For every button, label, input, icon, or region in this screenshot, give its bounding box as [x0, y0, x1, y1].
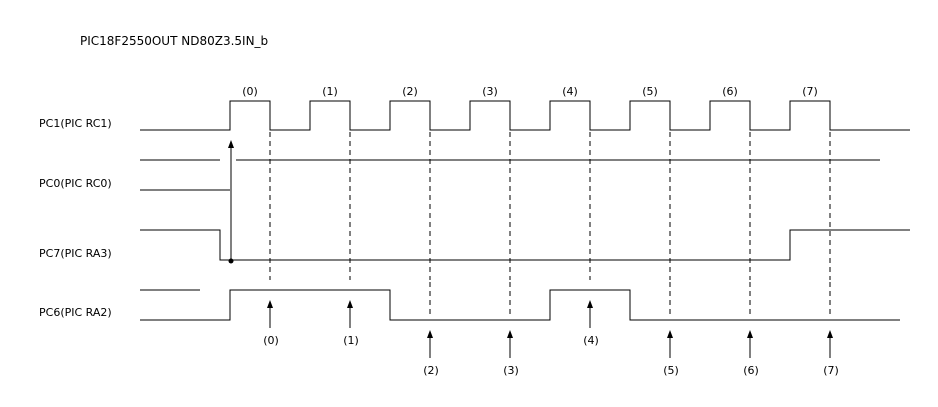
diagram-title: PIC18F2550OUT ND80Z3.5IN_b — [80, 34, 268, 48]
trigger-origin-dot — [228, 258, 234, 264]
sample-arrow-head — [427, 330, 433, 338]
pc7-waveform — [140, 229, 910, 261]
sampling-arrows: (0) (1) (2) (3) (4) (5) (6) (7) — [263, 300, 839, 377]
sample-arrow-head — [587, 300, 593, 308]
sample-label: (6) — [743, 364, 759, 377]
sample-arrow-head — [827, 330, 833, 338]
sample-label: (2) — [423, 364, 439, 377]
sample-label: (4) — [583, 334, 599, 347]
pulse-label: (1) — [322, 85, 338, 98]
pulse-labels: (0) (1) (2) (3) (4) (5) (6) (7) — [242, 85, 818, 98]
sample-arrow-head — [347, 300, 353, 308]
sample-label: (1) — [343, 334, 359, 347]
signal-label-pc0: PC0(PIC RC0) — [39, 177, 112, 190]
pulse-label: (5) — [642, 85, 658, 98]
sampling-dashed-lines — [269, 132, 831, 316]
signal-label-pc7: PC7(PIC RA3) — [39, 247, 112, 260]
pulse-label: (6) — [722, 85, 738, 98]
sample-label: (0) — [263, 334, 279, 347]
sample-arrow-head — [267, 300, 273, 308]
sample-label: (5) — [663, 364, 679, 377]
pulse-label: (3) — [482, 85, 498, 98]
sample-arrow-head — [507, 330, 513, 338]
signal-label-pc1: PC1(PIC RC1) — [39, 117, 112, 130]
sample-arrow-head — [747, 330, 753, 338]
pulse-label: (2) — [402, 85, 418, 98]
signal-label-pc6: PC6(PIC RA2) — [39, 306, 112, 319]
pc1-waveform — [140, 100, 910, 131]
sample-arrow-head — [667, 330, 673, 338]
sample-label: (7) — [823, 364, 839, 377]
sample-label: (3) — [503, 364, 519, 377]
pc6-waveform — [140, 289, 900, 321]
pulse-label: (0) — [242, 85, 258, 98]
pulse-label: (7) — [802, 85, 818, 98]
pulse-label: (4) — [562, 85, 578, 98]
trigger-arrow-head — [228, 140, 234, 148]
